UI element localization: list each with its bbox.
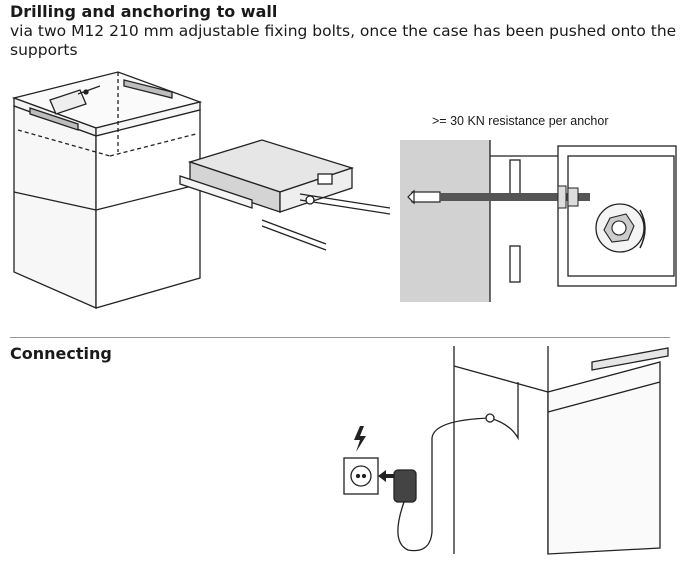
anchor-resistance-note: >= 30 KN resistance per anchor (432, 114, 609, 128)
anchor-section-illustration (400, 140, 677, 302)
connecting-illustration (343, 346, 669, 555)
section-divider (10, 337, 670, 338)
arrow-left-icon (378, 470, 394, 482)
cabinet-illustration (11, 71, 390, 309)
wall-section (400, 140, 490, 302)
lightning-icon (354, 426, 366, 452)
section-subtitle-drilling: via two M12 210 mm adjustable fixing bol… (10, 22, 677, 59)
section-title-drilling: Drilling and anchoring to wall (10, 2, 278, 21)
section-title-connecting: Connecting (10, 344, 112, 363)
